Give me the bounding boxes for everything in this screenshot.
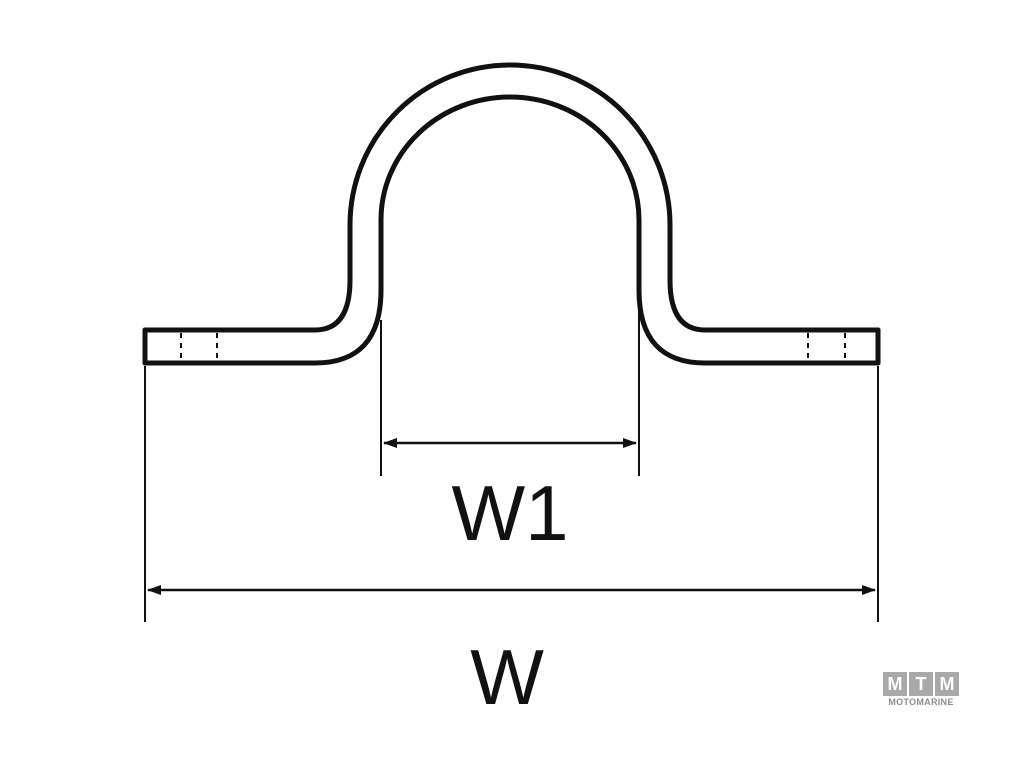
mounting-hole-marks [180,333,846,361]
saddle-strap-outline [142,62,881,366]
logo-letter-boxes: M T M [883,672,959,696]
motomarine-logo: M T M MOTOMARINE [883,672,959,708]
logo-letter: M [883,672,907,696]
logo-letter: M [935,672,959,696]
logo-letter: T [909,672,933,696]
extension-lines [144,300,879,622]
dimension-lines [147,438,876,595]
logo-subtitle: MOTOMARINE [888,697,954,707]
w-label: W [470,633,544,721]
strap-outer-edge [142,62,881,333]
strap-inner-edge [142,94,881,366]
w1-label: W1 [452,469,569,557]
